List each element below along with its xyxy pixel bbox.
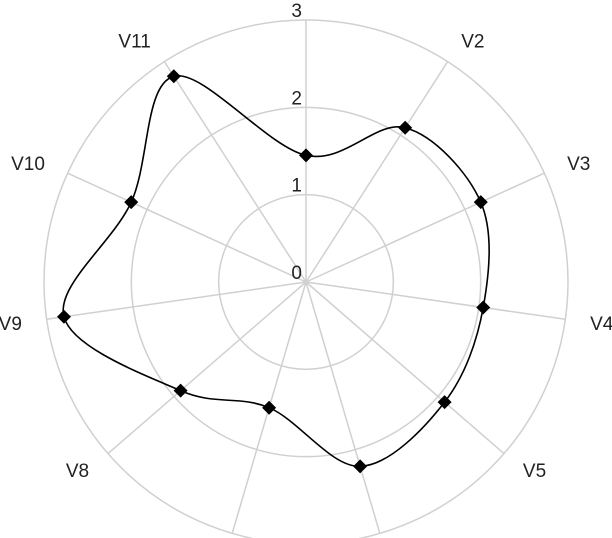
grid-spoke-V11 <box>163 61 307 283</box>
grid-spoke-V5 <box>305 281 505 455</box>
data-point-V2 <box>398 120 413 135</box>
axis-label-V5: V5 <box>523 461 546 482</box>
data-point-V1 <box>299 148 313 163</box>
grid-spoke-V9 <box>46 281 307 321</box>
grid-spoke-V4 <box>305 281 566 321</box>
axis-label-V10: V10 <box>11 154 45 175</box>
data-point-V11 <box>166 69 181 84</box>
grid-spoke-V8 <box>107 281 307 455</box>
data-point-V7 <box>262 400 277 415</box>
grid-spoke-V6 <box>305 281 381 534</box>
series-line <box>62 75 490 468</box>
data-markers <box>56 69 491 474</box>
data-point-V3 <box>473 195 488 210</box>
grid-spoke-V2 <box>305 61 449 283</box>
data-point-V9 <box>56 309 71 324</box>
grid-spoke-V3 <box>305 172 545 283</box>
axis-label-V8: V8 <box>66 461 89 482</box>
data-point-V8 <box>173 383 188 398</box>
axis-label-V11: V11 <box>118 32 150 53</box>
axis-label-V2: V2 <box>461 32 484 53</box>
grid-spoke-V10 <box>67 172 307 283</box>
axis-label-V4: V4 <box>590 314 612 335</box>
radial-tick-label-1: 1 <box>291 176 302 197</box>
radial-tick-label-2: 2 <box>291 88 302 109</box>
data-point-V10 <box>124 195 139 210</box>
radial-tick-labels: 0 1 2 3 <box>291 1 302 284</box>
axis-label-V3: V3 <box>567 154 590 175</box>
radial-tick-label-0: 0 <box>291 263 302 284</box>
data-point-V4 <box>476 300 491 315</box>
data-series <box>62 75 490 468</box>
radial-tick-label-3: 3 <box>291 1 302 22</box>
axis-label-V9: V9 <box>0 314 22 335</box>
data-point-V6 <box>353 459 368 474</box>
data-point-V5 <box>437 395 452 410</box>
